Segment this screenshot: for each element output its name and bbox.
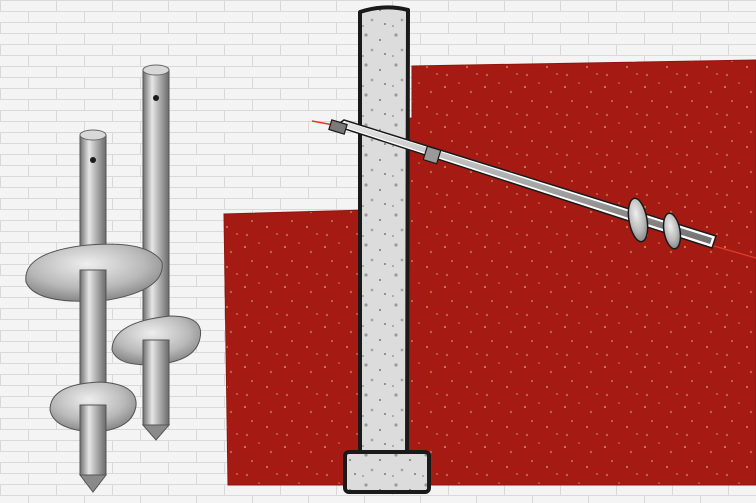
pier-tall-bolt-hole [153,95,159,101]
concrete-footing [345,452,429,492]
pier-tall-lower-shaft [143,340,169,425]
pier-short-mid-shaft [80,270,106,400]
pier-short-bolt-hole [90,157,96,163]
concrete-foundation-wall [360,7,408,460]
pier-short-top [80,130,106,140]
pier-tall-top [143,65,169,75]
pier-short-lower-shaft [80,405,106,475]
